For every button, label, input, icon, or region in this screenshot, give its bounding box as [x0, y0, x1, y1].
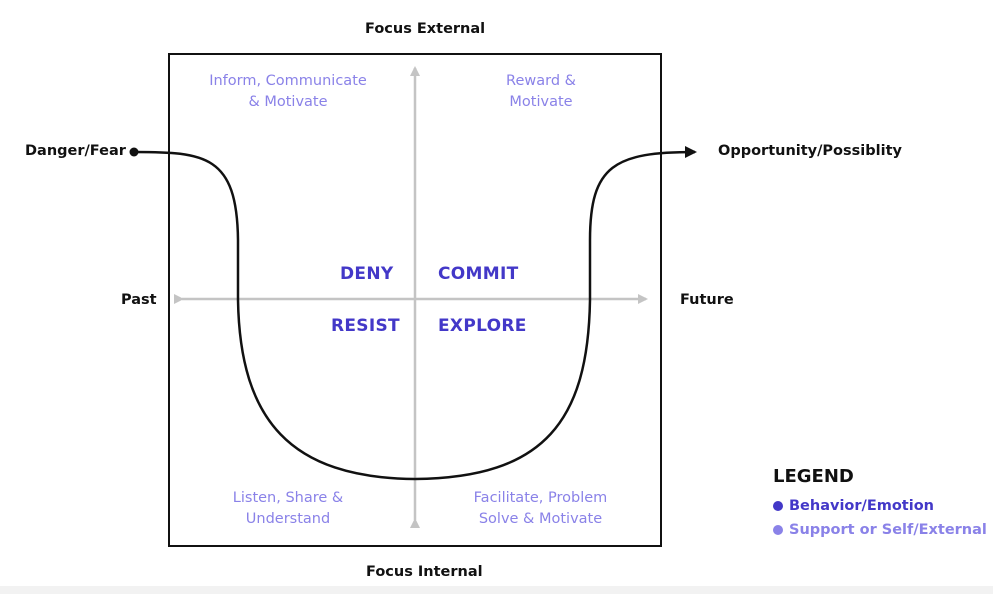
support-top-right-line-2: Motivate: [509, 94, 573, 110]
support-top-right: Reward & Motivate: [461, 71, 621, 113]
support-bottom-right-line-2: Solve & Motivate: [478, 511, 603, 527]
legend-item-behavior: Behavior/Emotion: [773, 498, 987, 514]
quadrant-frame: [168, 53, 662, 547]
focus-external-label: Focus External: [365, 21, 486, 37]
support-top-left-line-1: Inform, Communicate: [209, 73, 367, 89]
legend-item-support: Support or Self/External: [773, 522, 987, 538]
legend-dot-support-icon: [773, 525, 783, 535]
support-bottom-right-line-1: Facilitate, Problem: [473, 490, 608, 506]
bottom-edge-strip: [0, 586, 993, 594]
behavior-resist: RESIST: [331, 316, 400, 336]
future-label: Future: [680, 292, 734, 308]
legend-label-behavior: Behavior/Emotion: [789, 498, 934, 514]
legend-dot-behavior-icon: [773, 501, 783, 511]
support-bottom-right: Facilitate, Problem Solve & Motivate: [448, 488, 633, 530]
behavior-explore: EXPLORE: [438, 316, 527, 336]
opportunity-label: Opportunity/Possiblity: [718, 143, 902, 159]
behavior-deny: DENY: [340, 264, 394, 284]
support-top-right-line-1: Reward &: [506, 73, 576, 89]
legend-title: LEGEND: [773, 466, 854, 487]
legend: LEGEND Behavior/Emotion Support or Self/…: [773, 466, 987, 538]
support-bottom-left-line-1: Listen, Share &: [232, 490, 344, 506]
change-curve: [133, 146, 697, 481]
support-bottom-left-line-2: Understand: [245, 511, 331, 527]
curve-start-dot: [129, 147, 139, 157]
support-bottom-left: Listen, Share & Understand: [208, 488, 368, 530]
legend-label-support: Support or Self/External: [789, 522, 987, 538]
behavior-commit: COMMIT: [438, 264, 519, 284]
support-top-left-line-2: & Motivate: [248, 94, 328, 110]
support-top-left: Inform, Communicate & Motivate: [192, 71, 384, 113]
danger-fear-label: Danger/Fear: [25, 143, 126, 159]
past-label: Past: [121, 292, 157, 308]
focus-internal-label: Focus Internal: [366, 564, 483, 580]
